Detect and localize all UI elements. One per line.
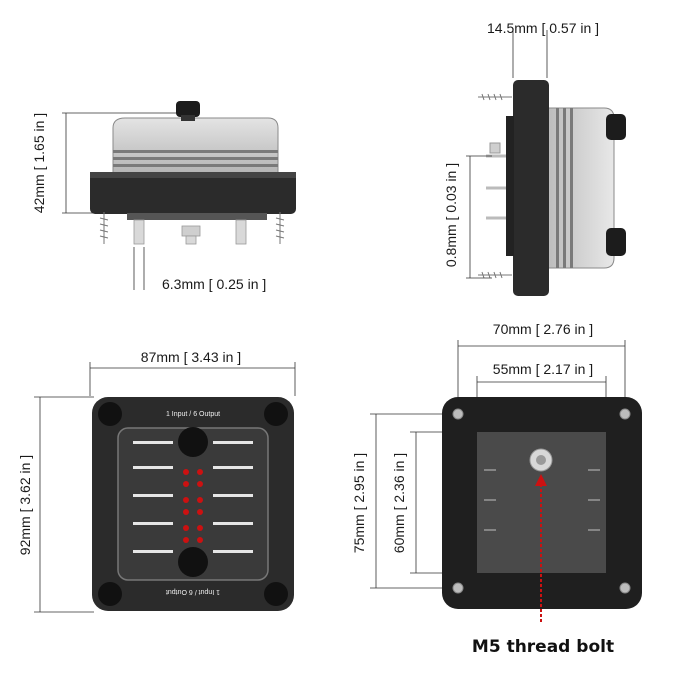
front-knob [176, 101, 200, 121]
side-view: 14.5mm [ 0.57 in ] [443, 20, 626, 296]
front-base [90, 172, 296, 214]
top-height-label: 92mm [ 3.62 in ] [17, 455, 33, 555]
top-lid-knobs [178, 427, 208, 577]
bolt-label: M5 thread bolt [472, 637, 614, 657]
back-inner-height-label: 60mm [ 2.36 in ] [391, 453, 407, 553]
top-status-leds [183, 469, 203, 543]
back-outer-width-dimension [457, 340, 626, 398]
top-width-dimension [89, 362, 296, 396]
front-terminals [127, 213, 267, 245]
top-lid-text-bottom: 1 Input / 6 Output [166, 588, 220, 595]
front-view: 42mm [ 1.65 in ] [31, 101, 296, 292]
back-view: 70mm [ 2.76 in ] 55mm [ 2.17 in ] 75mm [… [351, 321, 642, 657]
side-lid [547, 107, 615, 269]
top-corner-screws [98, 402, 288, 606]
top-width-label: 87mm [ 3.43 in ] [141, 349, 241, 365]
side-depth-dimension [512, 30, 548, 78]
front-terminal-dimension [133, 247, 145, 290]
top-height-dimension [34, 396, 94, 613]
side-knobs [606, 114, 626, 256]
side-depth-label: 14.5mm [ 0.57 in ] [487, 20, 599, 36]
front-height-label: 42mm [ 1.65 in ] [31, 113, 47, 213]
back-terminal-marks [484, 469, 600, 531]
side-gap-label: 0.8mm [ 0.03 in ] [443, 163, 459, 267]
back-inner-width-label: 55mm [ 2.17 in ] [493, 361, 593, 377]
top-lid-text-top: 1 Input / 6 Output [166, 411, 220, 418]
back-outer-height-label: 75mm [ 2.95 in ] [351, 453, 367, 553]
back-corner-screws [452, 408, 631, 594]
front-screws [99, 212, 285, 244]
side-gap-dimension [466, 155, 492, 279]
back-outer-width-label: 70mm [ 2.76 in ] [493, 321, 593, 337]
front-terminal-label: 6.3mm [ 0.25 in ] [162, 276, 266, 292]
bolt-callout-line [535, 474, 547, 622]
side-base [513, 80, 549, 296]
top-fuse-slots [133, 441, 253, 553]
front-lid [112, 117, 279, 175]
back-bolt [529, 448, 553, 472]
top-view: 87mm [ 3.43 in ] 92mm [ 3.62 in ] 1 Inpu… [17, 349, 296, 613]
